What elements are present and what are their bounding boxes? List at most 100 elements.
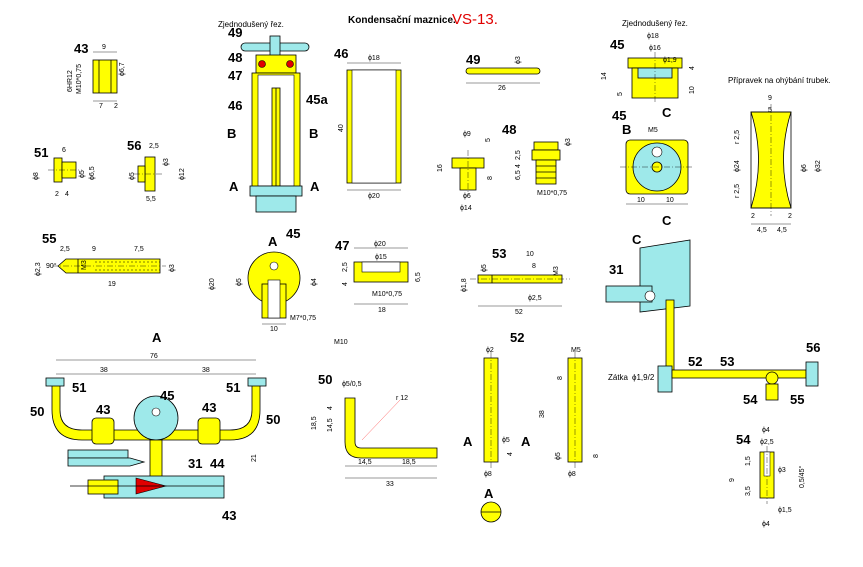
drawing-title: Kondensační maznice. xyxy=(348,15,456,26)
thread-6hr: 6HR12 xyxy=(67,70,74,92)
view-c-31: C xyxy=(632,232,642,247)
dim-47-4: 4 xyxy=(342,282,349,286)
dim-43-9: 9 xyxy=(102,44,106,51)
part-50-label-c: 50 xyxy=(318,372,332,387)
dim-bend-45a: 4,5 xyxy=(757,227,767,234)
dim-45-10: 10 xyxy=(689,86,696,94)
dim-52-5b: ϕ5 xyxy=(555,452,562,460)
dim-55-23: ϕ2,3 xyxy=(35,262,42,276)
dim-49-26: 26 xyxy=(498,85,506,92)
drawing-code: VS-13. xyxy=(452,11,498,28)
dim-45s-4: ϕ4 xyxy=(311,278,318,286)
part-54-detail: 54 ϕ4 ϕ2,5 ϕ3 1,5 3,5 9 0,5/45° ϕ1,5 ϕ4 xyxy=(729,427,806,528)
dim-46-40: 40 xyxy=(338,124,345,132)
dim-55-25: 2,5 xyxy=(60,246,70,253)
dim-51-2: 2 xyxy=(55,191,59,198)
dim-51-4: 4 xyxy=(65,191,69,198)
part-53-detail: 53 10 8 ϕ5 ϕ1,8 M3 ϕ2,5 52 xyxy=(461,246,570,316)
dim-48-4: 4 xyxy=(515,164,522,168)
part-48-label-b: 48 xyxy=(502,122,516,137)
part-31-label-a: 31 xyxy=(609,262,623,277)
thread-m7: M7*0,75 xyxy=(290,315,316,322)
part-55-label-b: 55 xyxy=(790,392,804,407)
part-47-detail: 47 ϕ20 ϕ15 2,5 4 6,5 M10*0,75 18 xyxy=(335,238,422,314)
part-43-detail: 43 9 ϕ6,7 7 2 6HR12 M10*0,75 xyxy=(67,41,126,110)
dim-47-15: ϕ15 xyxy=(375,254,387,261)
dim-50-4: 4 xyxy=(327,406,334,410)
dim-bend-2a: 2 xyxy=(751,213,755,220)
dim-48-65: 6,5 xyxy=(515,170,522,180)
dim-54-15b: ϕ1,5 xyxy=(778,507,792,514)
dim-48-25: 2,5 xyxy=(515,150,522,160)
thread-53-m3: M3 xyxy=(553,266,560,276)
dim-50-185a: 18,5 xyxy=(311,416,318,430)
dim-49-3: ϕ3 xyxy=(515,56,522,64)
thread-55-m3: M3 xyxy=(81,260,88,270)
part-45-label-a: 45 xyxy=(610,37,624,52)
dim-55-19: 19 xyxy=(108,281,116,288)
dim-54-4b: ϕ4 xyxy=(762,521,770,528)
part-56-label: 56 xyxy=(127,138,141,153)
view-b-left: B xyxy=(227,126,236,141)
right-assembly-view: C 31 52 53 56 54 55 Zátka ϕ1,9/2 xyxy=(605,232,820,407)
dim-main-21: 21 xyxy=(251,454,258,462)
dim-55-9: 9 xyxy=(92,246,96,253)
dim-54-3: ϕ3 xyxy=(778,467,786,474)
part-31-label-b: 31 xyxy=(188,456,202,471)
dim-48-5: 5 xyxy=(485,138,492,142)
thread-48-m10: M10*0,75 xyxy=(537,190,567,197)
part-52-label-a: 52 xyxy=(688,354,702,369)
dim-bend-r25b: r 2,5 xyxy=(734,184,741,198)
part-49-label-a: 49 xyxy=(228,25,242,40)
part-46-detail: 46 ϕ18 40 ϕ20 xyxy=(334,46,402,200)
dim-56-25: 2,5 xyxy=(149,143,159,150)
part-45-detail: 45 ϕ18 ϕ16 ϕ1,9 14 4 5 10 C 45 B M5 10 1… xyxy=(601,33,696,228)
dim-51-65: ϕ6,5 xyxy=(89,166,96,180)
dim-main-38b: 38 xyxy=(202,367,210,374)
view-b-45: B xyxy=(622,122,631,137)
dim-bend-6: ϕ6 xyxy=(801,164,808,172)
dim-53-5: ϕ5 xyxy=(481,264,488,272)
part-43-label-b: 43 xyxy=(96,402,110,417)
part-45-side-view: A 45 ϕ20 ϕ5 ϕ4 10 M7*0,75 xyxy=(209,226,318,333)
part-52-label-b: 52 xyxy=(510,330,524,345)
part-50-label-a: 50 xyxy=(30,404,44,419)
view-a-52-bot: A xyxy=(484,486,494,501)
dim-53-25: ϕ2,5 xyxy=(528,295,542,302)
part-53-label-b: 53 xyxy=(720,354,734,369)
dim-53-18: ϕ1,8 xyxy=(461,278,468,292)
dim-main-38a: 38 xyxy=(100,367,108,374)
view-a-52-right: A xyxy=(521,434,531,449)
part-53-label-a: 53 xyxy=(492,246,506,261)
dim-52-8c: ϕ8 xyxy=(568,471,576,478)
view-a-52-left: A xyxy=(463,434,473,449)
dim-52-5: ϕ5 xyxy=(502,437,510,444)
part-45-label-d: 45 xyxy=(160,388,174,403)
part-45-label-c: 45 xyxy=(286,226,300,241)
dim-47-65: 6,5 xyxy=(415,272,422,282)
dim-56-3: ϕ3 xyxy=(163,158,170,166)
view-c-bot: C xyxy=(662,213,672,228)
dim-56-12: ϕ12 xyxy=(179,168,186,180)
part-43-label-d: 43 xyxy=(222,508,236,523)
dim-50-r12: r 12 xyxy=(396,395,408,402)
dim-bend-32: ϕ32 xyxy=(815,160,822,172)
part-47-label-a: 47 xyxy=(228,68,242,83)
part-44-label: 44 xyxy=(210,456,225,471)
part-46-label-a: 46 xyxy=(228,98,242,113)
view-a-45: A xyxy=(268,234,278,249)
dim-43-2: 2 xyxy=(114,103,118,110)
dim-45s-5: ϕ5 xyxy=(236,278,243,286)
dim-45b-10b: 10 xyxy=(666,197,674,204)
dim-bend-2b: 2 xyxy=(788,213,792,220)
dim-45s-10: 10 xyxy=(270,326,278,333)
part-43-body xyxy=(92,59,118,94)
view-b-right: B xyxy=(309,126,318,141)
dim-46-20: ϕ20 xyxy=(368,193,380,200)
main-assembly-view: A 76 38 38 51 51 45 50 50 43 43 31 44 43… xyxy=(30,330,280,523)
dim-45-19: ϕ1,9 xyxy=(663,57,677,64)
view-c-top: C xyxy=(662,105,672,120)
dim-54-35: 3,5 xyxy=(745,486,752,496)
dim-50-185b: 18,5 xyxy=(402,459,416,466)
part-56-detail: 56 2,5 ϕ5 ϕ3 ϕ12 5,5 xyxy=(127,138,186,203)
